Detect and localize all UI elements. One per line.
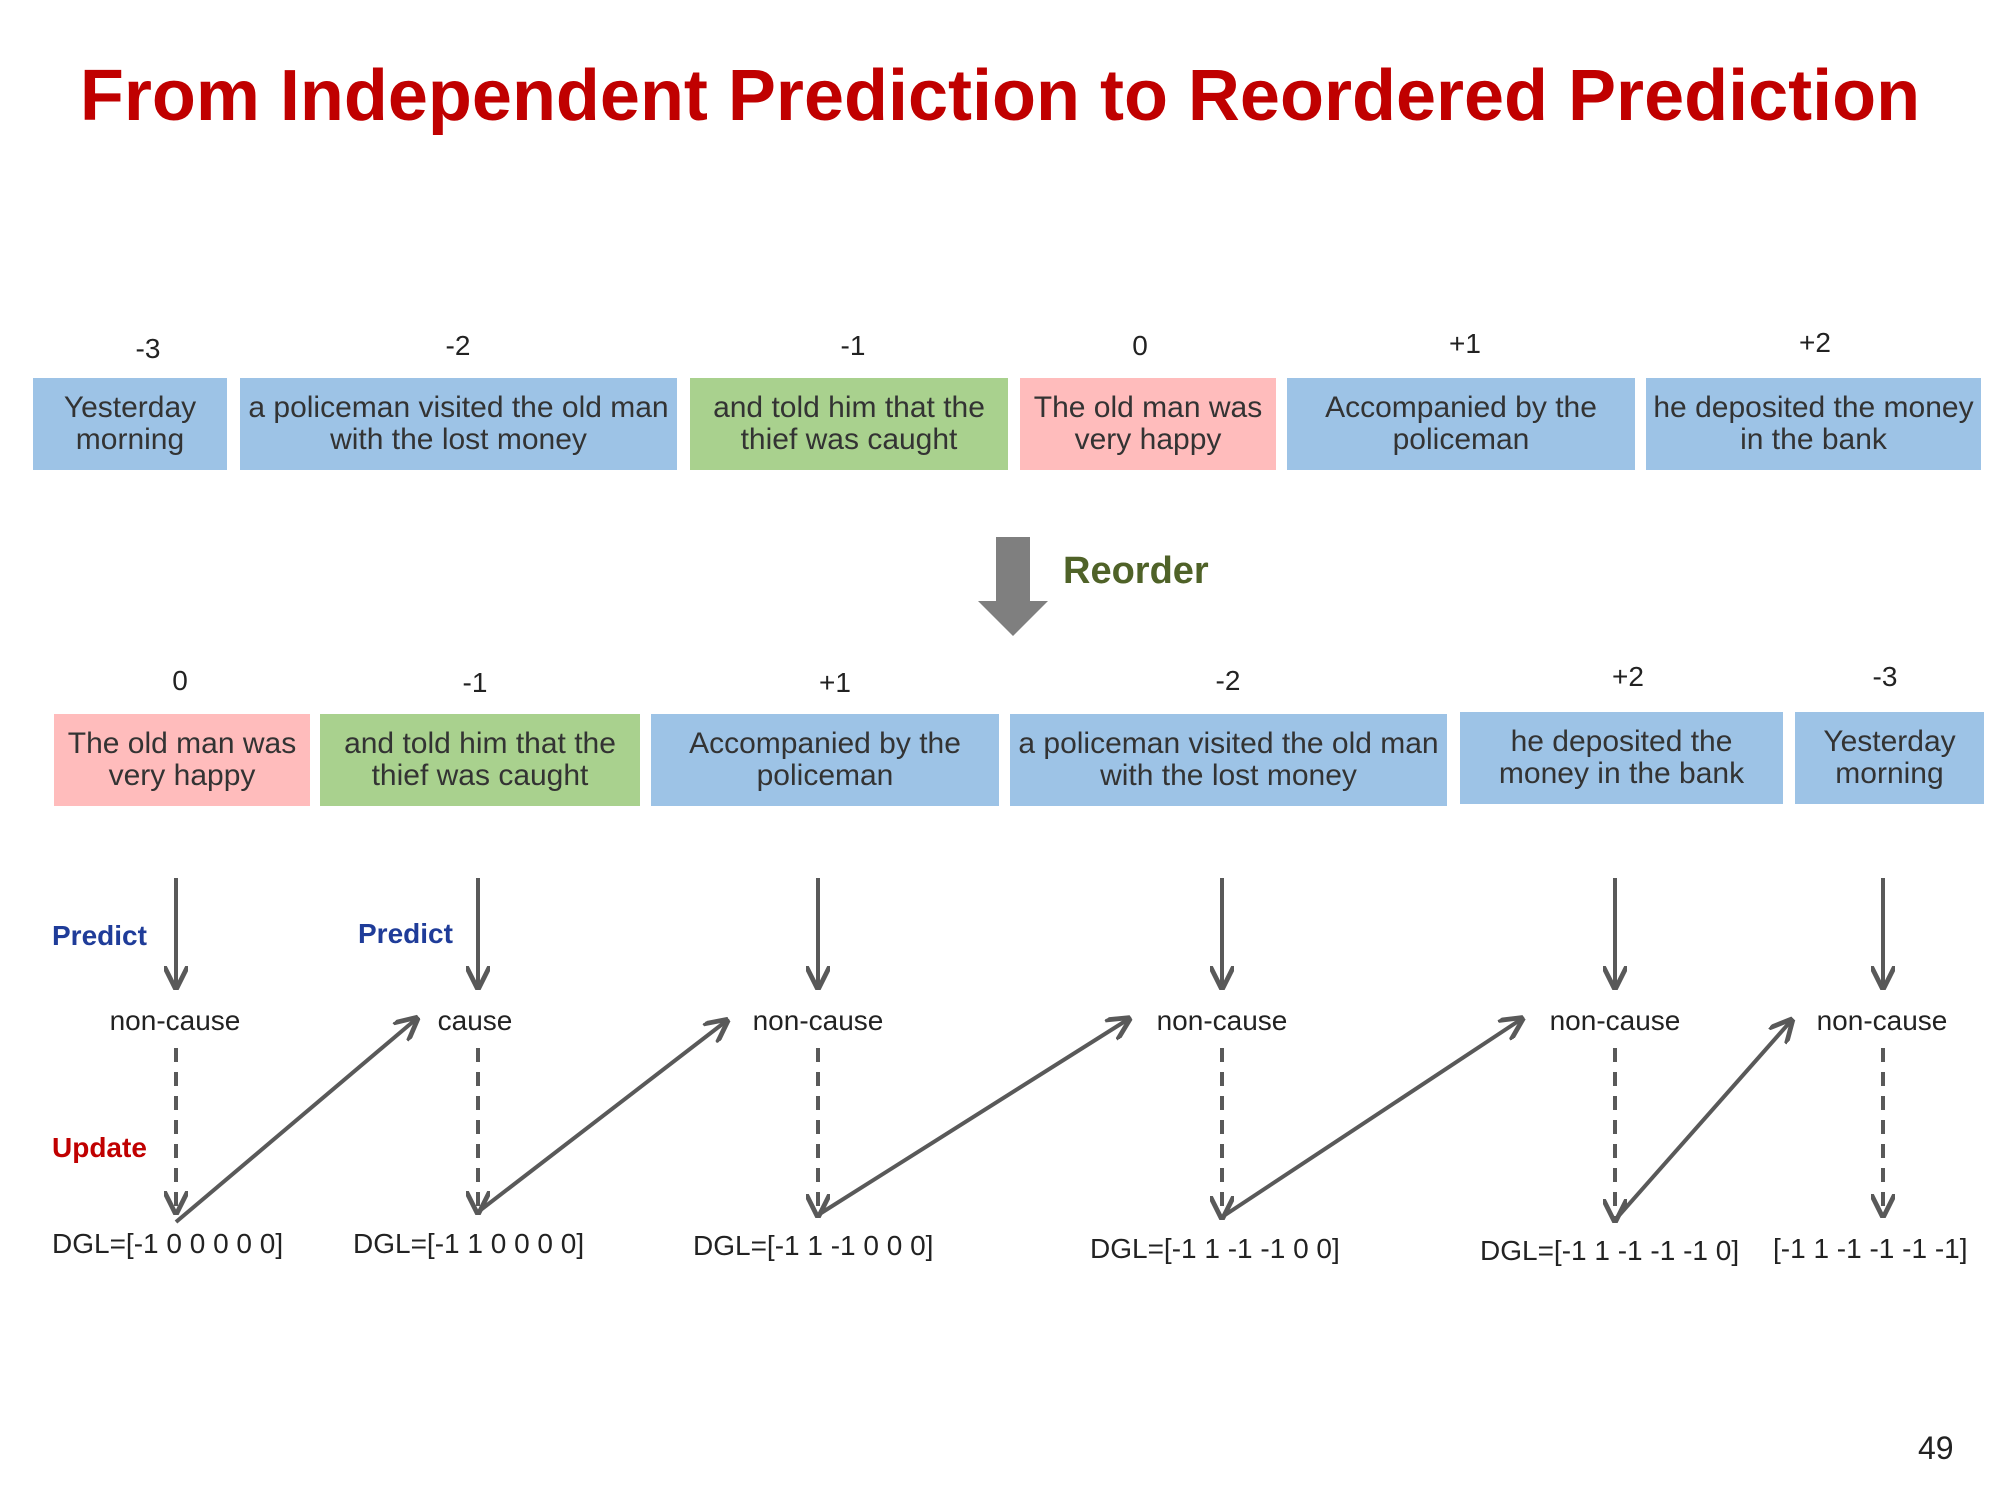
- dgl-vector: [-1 1 -1 -1 -1 -1]: [1773, 1233, 1968, 1264]
- clause-box: he deposited the money in the bank: [1646, 378, 1981, 470]
- predict-label: Predict: [52, 920, 147, 951]
- reordered-index: +2: [1612, 661, 1644, 692]
- reordered-index: -1: [462, 667, 488, 698]
- dgl-vector: DGL=[-1 1 -1 -1 0 0]: [1090, 1233, 1340, 1264]
- clause-box: he deposited the money in the bank: [1460, 712, 1783, 804]
- reordered-index: -3: [1872, 661, 1898, 692]
- original-index: +1: [1449, 328, 1481, 359]
- original-index: +2: [1799, 327, 1831, 358]
- clause-box: and told him that the thief was caught: [320, 714, 640, 806]
- clause-box: Yesterday morning: [33, 378, 227, 470]
- clause-box: The old man was very happy: [1020, 378, 1276, 470]
- prediction-result: cause: [437, 1005, 513, 1036]
- clause-box: Yesterday morning: [1795, 712, 1984, 804]
- prediction-result: non-cause: [752, 1005, 884, 1036]
- prediction-result: non-cause: [1156, 1005, 1288, 1036]
- clause-box: The old man was very happy: [54, 714, 310, 806]
- dgl-vector: DGL=[-1 1 -1 0 0 0]: [693, 1230, 934, 1261]
- clause-box: a policeman visited the old man with the…: [1010, 714, 1447, 806]
- dgl-vector: DGL=[-1 1 0 0 0 0]: [353, 1228, 585, 1259]
- propagate-arrow: [174, 1020, 415, 1224]
- prediction-result: non-cause: [1549, 1005, 1681, 1036]
- clause-box: Accompanied by the policeman: [1287, 378, 1635, 470]
- clause-box: Accompanied by the policeman: [651, 714, 999, 806]
- reordered-index: 0: [172, 665, 188, 696]
- prediction-result: non-cause: [109, 1005, 241, 1036]
- page-number: 49: [1918, 1430, 1954, 1466]
- propagate-arrow: [816, 1020, 1127, 1217]
- propagate-arrow: [1220, 1020, 1520, 1219]
- propagate-arrow: [1613, 1022, 1790, 1222]
- original-index: -3: [135, 333, 161, 364]
- dgl-vector: DGL=[-1 1 -1 -1 -1 0]: [1480, 1235, 1740, 1266]
- prediction-result: non-cause: [1816, 1005, 1948, 1036]
- update-label: Update: [52, 1132, 147, 1163]
- reorder-arrow: [978, 537, 1048, 636]
- original-index: -2: [445, 330, 471, 361]
- predict-label: Predict: [358, 918, 453, 949]
- page-title: From Independent Prediction to Reordered…: [79, 56, 1921, 136]
- clause-box: and told him that the thief was caught: [690, 378, 1008, 470]
- clause-box: a policeman visited the old man with the…: [240, 378, 677, 470]
- original-index: 0: [1132, 330, 1148, 361]
- reordered-index: +1: [819, 667, 851, 698]
- propagate-arrow: [476, 1022, 725, 1214]
- reorder-label: Reorder: [1063, 550, 1209, 592]
- dgl-vector: DGL=[-1 0 0 0 0 0]: [52, 1228, 284, 1259]
- reordered-index: -2: [1215, 665, 1241, 696]
- original-index: -1: [840, 330, 866, 361]
